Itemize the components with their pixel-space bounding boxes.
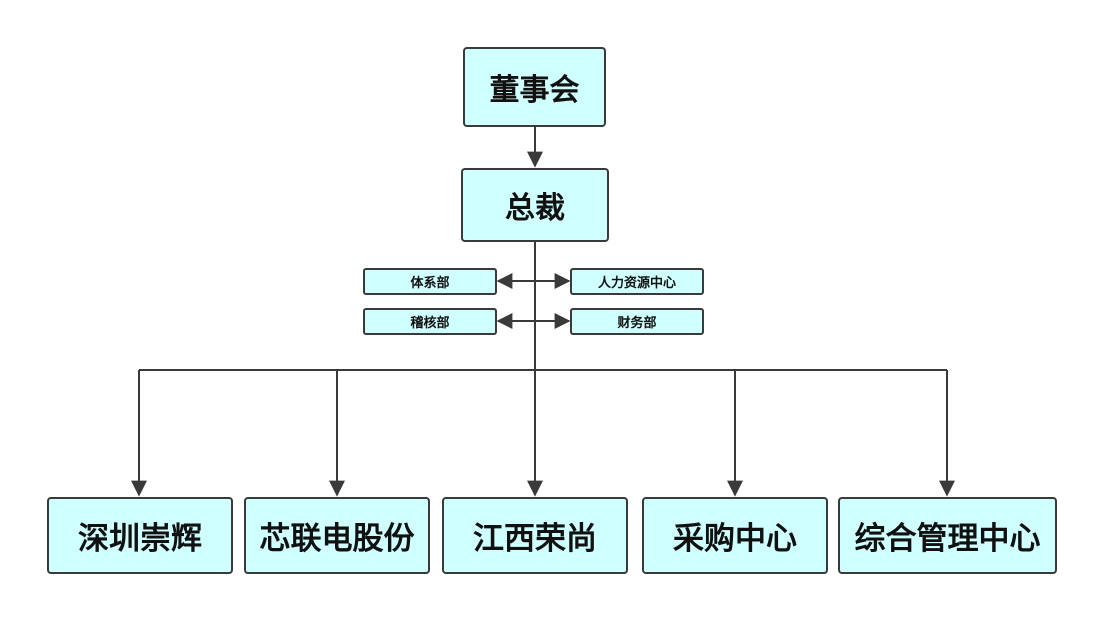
unit-label: 综合管理中心 [854, 521, 1041, 557]
unit-shenzhen-chonghui: 深圳崇辉 [47, 497, 233, 574]
staff-hr-label: 人力资源中心 [597, 276, 676, 291]
unit-xinliandian: 芯联电股份 [244, 497, 430, 574]
staff-jihe-label: 稽核部 [410, 316, 450, 331]
president-label: 总裁 [505, 191, 565, 226]
president-box: 总裁 [461, 168, 609, 242]
unit-label: 采购中心 [673, 521, 797, 557]
board-box: 董事会 [463, 47, 606, 127]
unit-procurement: 采购中心 [642, 497, 828, 574]
unit-general-management: 综合管理中心 [838, 497, 1057, 574]
staff-jihe-box: 稽核部 [363, 308, 497, 335]
unit-jiangxi-rongshang: 江西荣尚 [442, 497, 628, 574]
unit-label: 深圳崇辉 [78, 521, 202, 557]
staff-tixi-box: 体系部 [363, 268, 497, 295]
unit-label: 芯联电股份 [259, 521, 415, 557]
staff-finance-box: 财务部 [570, 308, 704, 335]
staff-tixi-label: 体系部 [410, 276, 450, 291]
staff-hr-box: 人力资源中心 [570, 268, 704, 295]
board-label: 董事会 [489, 73, 580, 108]
unit-label: 江西荣尚 [473, 521, 597, 557]
staff-finance-label: 财务部 [617, 316, 657, 331]
